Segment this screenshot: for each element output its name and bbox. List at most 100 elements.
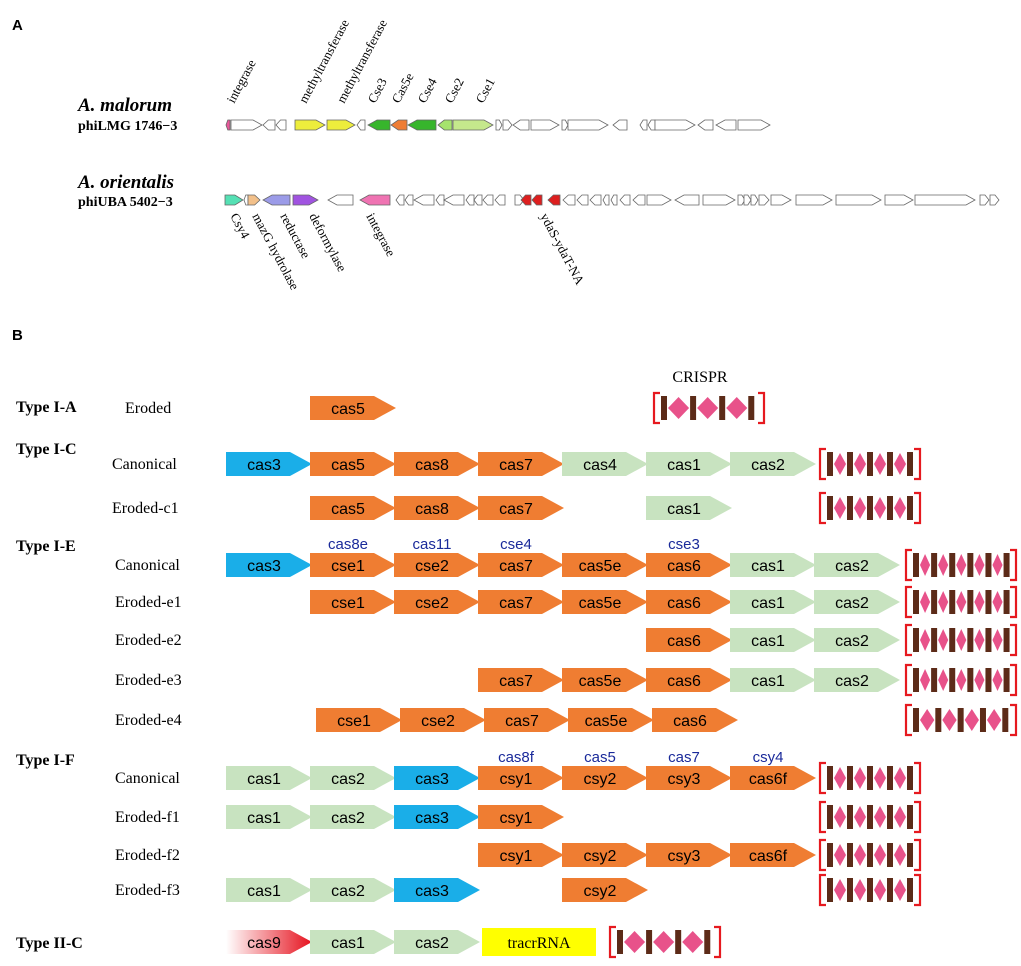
crispr-repeat — [887, 805, 893, 829]
crispr-spacer — [894, 844, 906, 866]
crispr-spacer — [834, 453, 846, 475]
genome-2-gene-unannotated — [770, 194, 792, 206]
crispr-repeat — [985, 590, 992, 614]
crispr-repeat — [847, 496, 853, 520]
crispr-spacer — [624, 931, 646, 953]
gene-label: cas2 — [331, 810, 365, 827]
gene-arrow-cse1 — [316, 708, 402, 732]
genome-2-gene-mazG — [247, 194, 261, 206]
crispr-array — [818, 447, 922, 481]
crispr-bracket-right — [914, 447, 922, 481]
crispr-spacer — [834, 767, 846, 789]
crispr-spacer — [992, 669, 1003, 691]
crispr-repeat — [661, 396, 667, 420]
gene-label: cas1 — [667, 457, 701, 474]
crispr-array — [904, 703, 1018, 737]
crispr-repeat — [985, 668, 992, 692]
gene-arrow-cas5e — [568, 708, 654, 732]
gene-label: cas3 — [247, 558, 281, 575]
gene-arrow-cas2 — [310, 766, 396, 790]
genome-2-gene-unannotated — [674, 194, 700, 206]
gene-label: cas5 — [331, 401, 365, 418]
crispr-spacer — [974, 629, 985, 651]
gene-arrow-cse2 — [394, 553, 480, 577]
gene-label: cas3 — [415, 810, 449, 827]
gene-label: cas7 — [505, 713, 539, 730]
crispr-repeat — [907, 843, 913, 867]
crispr-repeat — [1003, 628, 1010, 652]
crispr-spacer — [697, 397, 719, 419]
crispr-repeat — [907, 496, 913, 520]
gene-label: cas6f — [749, 771, 788, 788]
gene-label: cas2 — [835, 673, 869, 690]
crispr-spacer — [682, 931, 704, 953]
gene-arrow-cas2 — [730, 452, 816, 476]
genome-1-genes — [225, 119, 771, 131]
gene-label: cas5 — [331, 501, 365, 518]
gene-label: cas6 — [667, 633, 701, 650]
crispr-bracket-left — [904, 548, 912, 582]
gene-label: cse1 — [331, 595, 365, 612]
genome-2-gene-ydas — [520, 194, 532, 206]
gene-synonym-label: cse4 — [500, 536, 532, 553]
panel-a-genome-map: A. malorum phiLMG 1746−3 A. orientalis p… — [77, 17, 1000, 293]
crispr-repeat — [949, 668, 956, 692]
genome-1-gene-unannotated — [502, 119, 513, 131]
genome-2-gene-unannotated — [750, 194, 759, 206]
gene-label: cas6f — [749, 848, 788, 865]
genome-2-gene-unannotated — [494, 194, 506, 206]
crispr-bracket-left — [818, 761, 826, 795]
type-label-i-f: Type I-F — [16, 752, 75, 769]
crispr-spacer — [874, 844, 886, 866]
crispr-repeat — [867, 766, 873, 790]
crispr-bracket-left — [818, 838, 826, 872]
crispr-spacer — [992, 629, 1003, 651]
crispr-bracket-right — [914, 838, 922, 872]
genome-1-gene-unannotated — [262, 119, 276, 131]
row-label: Eroded-f1 — [115, 809, 180, 826]
crispr-spacer — [854, 806, 866, 828]
genome-1-gene-cse2 — [437, 119, 453, 131]
gene-synonym-label: cas8f — [498, 749, 535, 766]
crispr-repeat — [675, 930, 682, 954]
crispr-repeat — [985, 628, 992, 652]
gene-arrow-cse2 — [394, 590, 480, 614]
genome-1-gene-unannotated — [639, 119, 648, 131]
gene-label: cas1 — [247, 810, 281, 827]
gene-label-cse1: Cse1 — [472, 75, 497, 105]
crispr-bracket-right — [914, 491, 922, 525]
genome-2-gene-unannotated — [795, 194, 833, 206]
gene-arrow-cas5e — [562, 668, 648, 692]
crispr-repeat — [748, 396, 755, 420]
crispr-repeat — [967, 553, 974, 577]
genome-2-labels: Csy4 mazG hydrolase reductase deformylas… — [227, 210, 588, 292]
gene-label-cse4: Cse4 — [414, 75, 440, 105]
gene-arrow-cse1 — [310, 590, 396, 614]
crispr-bracket-left — [904, 703, 912, 737]
genome-2-gene-unannotated — [576, 194, 589, 206]
gene-arrow-cas7 — [478, 668, 564, 692]
genome-2-gene-unannotated — [562, 194, 576, 206]
gene-arrow-cas3 — [226, 553, 312, 577]
crispr-repeat — [887, 452, 893, 476]
crispr-spacer — [956, 554, 967, 576]
genome-2-gene-ydas — [547, 194, 561, 206]
genome-2-gene-unannotated — [979, 194, 990, 206]
gene-label: cas2 — [331, 771, 365, 788]
crispr-repeat — [867, 878, 873, 902]
crispr-spacer — [964, 709, 979, 731]
gene-arrow-cas3 — [394, 805, 480, 829]
gene-synonym-label: cse3 — [668, 536, 700, 553]
genome-2-gene-unannotated — [914, 194, 976, 206]
genome-2-gene-unannotated — [395, 194, 405, 206]
genome-1-gene-unannotated — [230, 119, 263, 131]
genome-1-gene-unannotated — [654, 119, 696, 131]
gene-arrow-cas6 — [646, 590, 732, 614]
crispr-spacer — [874, 806, 886, 828]
genome-1-gene-unannotated — [495, 119, 503, 131]
